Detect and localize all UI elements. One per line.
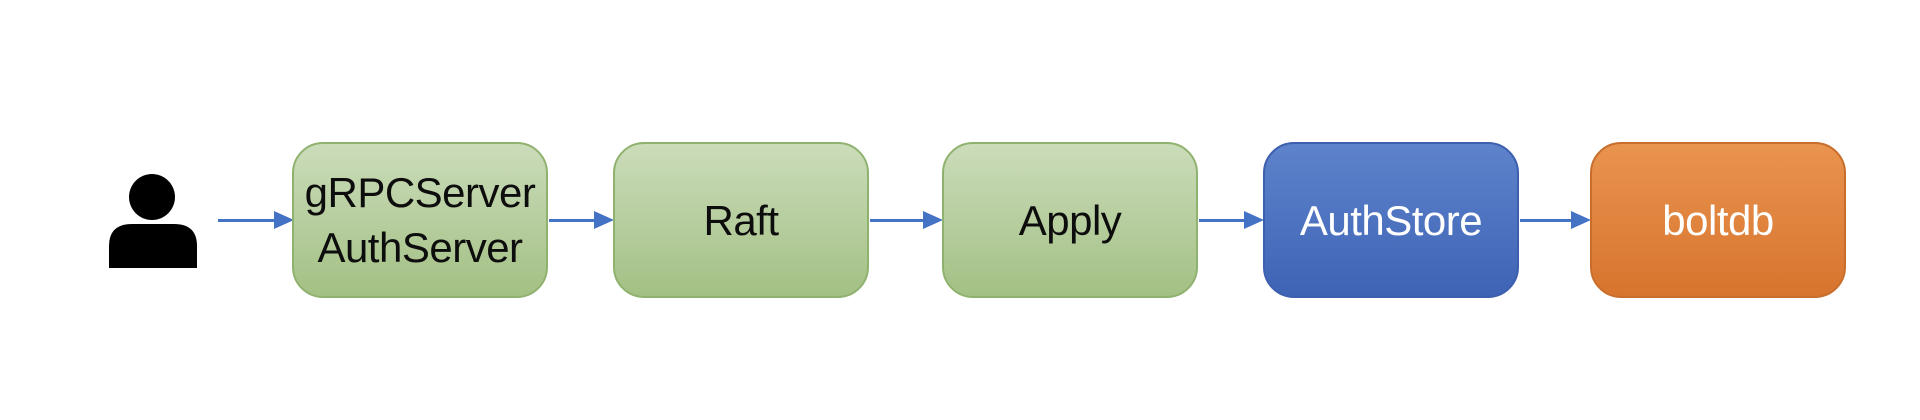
node-apply: Apply <box>942 142 1198 298</box>
flow-arrow-user-to-grpcserver <box>218 211 294 229</box>
flow-arrow-apply-to-authstore <box>1199 211 1264 229</box>
node-label: Raft <box>703 196 779 244</box>
flow-arrow-raft-to-apply <box>870 211 943 229</box>
node-label: gRPCServer <box>304 169 536 216</box>
node-label: AuthStore <box>1299 196 1483 244</box>
user-icon <box>109 174 197 268</box>
node-label: boltdb <box>1662 196 1774 244</box>
node-label: Apply <box>1018 196 1122 244</box>
node-grpcserver-authserver: gRPCServer AuthServer <box>292 142 548 298</box>
flow-arrow-authstore-to-boltdb <box>1520 211 1591 229</box>
node-boltdb: boltdb <box>1590 142 1846 298</box>
node-label: AuthServer <box>317 224 523 271</box>
flow-arrow-grpcserver-to-raft <box>549 211 614 229</box>
node-authstore: AuthStore <box>1263 142 1519 298</box>
node-raft: Raft <box>613 142 869 298</box>
